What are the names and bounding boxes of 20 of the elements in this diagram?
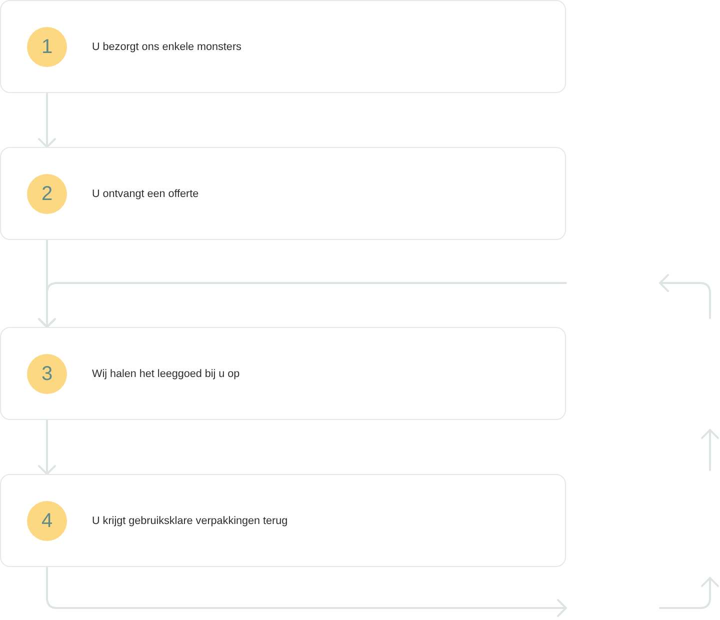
step-number: 4 — [41, 511, 53, 531]
arrow — [38, 419, 56, 475]
arrow — [46, 566, 567, 617]
step-text: Wij halen het leeggoed bij u op — [92, 366, 240, 381]
step-text: U krijgt gebruiksklare verpakkingen terug — [92, 513, 288, 528]
step-card — [0, 147, 566, 240]
number-circle — [27, 354, 67, 394]
step-text: U bezorgt ons enkele monsters — [92, 39, 242, 54]
arrow — [38, 92, 56, 148]
arrow — [38, 282, 567, 328]
step-card — [0, 474, 566, 567]
number-circle — [27, 27, 67, 67]
step-card — [0, 0, 566, 93]
step-number: 2 — [41, 184, 53, 204]
number-circle — [27, 174, 67, 214]
step-card — [0, 327, 566, 420]
step-number: 1 — [41, 37, 53, 57]
step-number: 3 — [41, 364, 53, 384]
number-circle — [27, 501, 67, 541]
step-text: U ontvangt een offerte — [92, 186, 199, 201]
